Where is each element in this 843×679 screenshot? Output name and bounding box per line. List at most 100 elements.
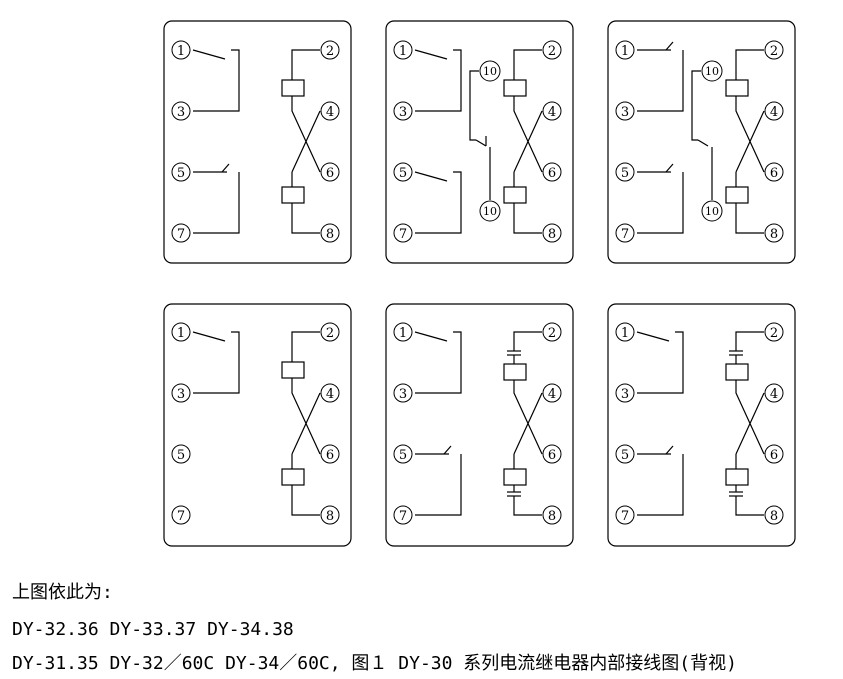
panel-6-terminals: 1 3 5 7 2 4 6 8 [615,322,784,525]
terminal-10-top: 10 [701,60,723,82]
svg-text:8: 8 [326,509,334,524]
terminal-3: 3 [615,101,635,121]
terminal-1: 1 [615,40,635,60]
panel-frame [163,303,352,547]
svg-text:7: 7 [399,509,407,524]
svg-text:6: 6 [548,448,556,463]
terminal-3: 3 [393,383,413,403]
svg-text:3: 3 [399,387,407,402]
svg-text:2: 2 [548,44,556,59]
panel-3-terminals: 1 3 5 7 2 4 6 8 10 10 [615,40,784,243]
panel-1 [163,20,352,264]
terminal-2: 2 [764,40,784,60]
terminal-10-bottom: 10 [479,200,501,222]
panel-2 [385,20,574,264]
terminal-8: 8 [320,223,340,243]
terminal-2: 2 [320,322,340,342]
svg-text:6: 6 [326,166,334,181]
svg-text:1: 1 [177,326,185,341]
terminal-1: 1 [393,322,413,342]
terminal-5: 5 [615,162,635,182]
panel-3 [607,20,796,264]
svg-text:5: 5 [621,166,629,181]
terminal-3: 3 [171,101,191,121]
svg-text:7: 7 [177,227,185,242]
panel-4-terminals: 1 3 5 7 2 4 6 8 [171,322,340,525]
svg-text:5: 5 [177,166,185,181]
svg-text:7: 7 [177,509,185,524]
caption-models-row1: DY-32.36 DY-33.37 DY-34.38 [12,619,294,640]
svg-text:5: 5 [177,448,185,463]
panel-5-terminals: 1 3 5 7 2 4 6 8 [393,322,562,525]
terminal-6: 6 [320,444,340,464]
panel-2-terminals: 1 3 5 7 2 4 6 8 10 10 [393,40,562,243]
terminal-4: 4 [542,383,562,403]
svg-text:6: 6 [770,166,778,181]
svg-text:8: 8 [548,227,556,242]
panel-frame [607,20,796,264]
terminal-6: 6 [764,444,784,464]
terminal-5: 5 [393,162,413,182]
terminal-4: 4 [542,101,562,121]
svg-text:8: 8 [770,227,778,242]
svg-text:4: 4 [326,105,334,120]
wiring-diagram: 1 3 5 7 2 4 6 8 1 3 5 7 2 4 6 8 [163,20,796,547]
svg-text:6: 6 [326,448,334,463]
terminal-5: 5 [393,444,413,464]
svg-text:7: 7 [399,227,407,242]
svg-text:5: 5 [621,448,629,463]
svg-text:10: 10 [705,65,719,78]
panel-frame [163,20,352,264]
panel-5 [385,303,574,547]
caption-intro: 上图依此为: [12,582,113,603]
svg-text:6: 6 [548,166,556,181]
terminal-6: 6 [764,162,784,182]
svg-text:1: 1 [399,44,407,59]
svg-text:4: 4 [326,387,334,402]
terminal-10-top: 10 [479,60,501,82]
svg-text:7: 7 [621,509,629,524]
svg-text:8: 8 [326,227,334,242]
svg-text:1: 1 [621,44,629,59]
terminal-5: 5 [171,162,191,182]
terminal-7: 7 [171,505,191,525]
terminal-4: 4 [320,383,340,403]
caption-models-row2: DY-31.35 DY-32／60C DY-34／60C, 图１ DY-30 系… [12,653,737,674]
terminal-1: 1 [171,40,191,60]
svg-text:10: 10 [483,65,497,78]
terminal-2: 2 [542,40,562,60]
svg-text:2: 2 [326,326,334,341]
svg-text:3: 3 [399,105,407,120]
terminal-4: 4 [320,101,340,121]
terminal-2: 2 [542,322,562,342]
svg-text:4: 4 [548,105,556,120]
svg-text:2: 2 [326,44,334,59]
terminal-7: 7 [615,505,635,525]
svg-text:1: 1 [177,44,185,59]
terminal-6: 6 [542,444,562,464]
svg-text:2: 2 [770,326,778,341]
svg-text:4: 4 [548,387,556,402]
terminal-8: 8 [764,505,784,525]
terminal-2: 2 [320,40,340,60]
terminal-7: 7 [171,223,191,243]
terminal-1: 1 [393,40,413,60]
terminal-7: 7 [393,223,413,243]
svg-text:10: 10 [483,205,497,218]
svg-text:4: 4 [770,105,778,120]
svg-text:3: 3 [177,105,185,120]
terminal-2: 2 [764,322,784,342]
svg-text:10: 10 [705,205,719,218]
terminal-8: 8 [320,505,340,525]
panel-6 [607,303,796,547]
terminal-5: 5 [615,444,635,464]
terminal-3: 3 [393,101,413,121]
terminal-1: 1 [615,322,635,342]
svg-text:8: 8 [770,509,778,524]
terminal-6: 6 [320,162,340,182]
terminal-1: 1 [171,322,191,342]
terminal-8: 8 [542,505,562,525]
svg-text:1: 1 [621,326,629,341]
panel-4 [163,303,352,547]
svg-text:2: 2 [548,326,556,341]
